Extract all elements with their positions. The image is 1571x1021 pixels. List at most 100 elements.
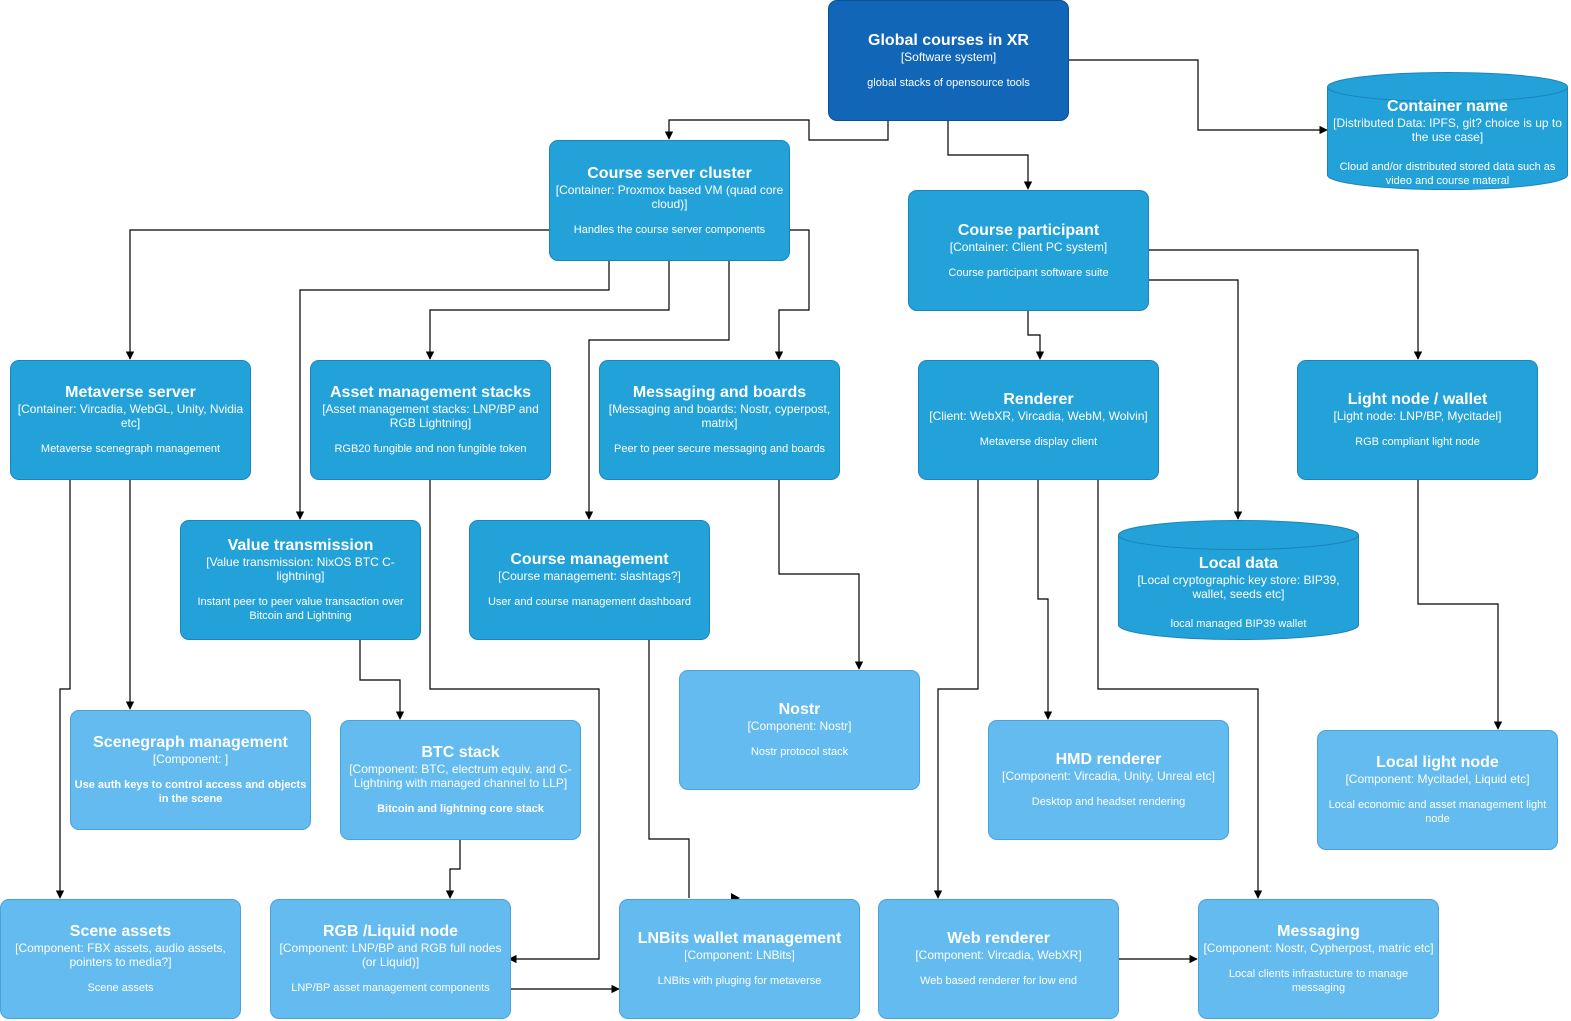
node-desc: Nostr protocol stack (750, 746, 849, 758)
node-title: Asset management stacks (330, 384, 531, 401)
node-lnbits-wallet-management[interactable]: LNBits wallet management [Component: LNB… (619, 899, 860, 1019)
edge-value-transmission-to-btc-stack (359, 639, 405, 720)
node-rgb-liquid-node[interactable]: RGB /Liquid node [Component: LNP/BP and … (270, 899, 511, 1019)
node-scene-assets[interactable]: Scene assets [Component: FBX assets, aud… (0, 899, 241, 1019)
edge-renderer-to-hmd (1037, 479, 1053, 720)
node-tech: [Local cryptographic key store: BIP39, w… (1137, 573, 1340, 601)
node-desc: Bitcoin and lightning core stack (377, 803, 544, 815)
node-title: Value transmission (227, 537, 374, 554)
node-title: Course server cluster (587, 164, 752, 182)
node-tech: [Component: Mycitadel, Liquid etc] (1345, 772, 1530, 786)
node-tech: [Light node: LNP/BP, Mycitadel] (1333, 409, 1502, 423)
node-course-management[interactable]: Course management [Course management: sl… (469, 520, 710, 640)
node-tech: [Client: WebXR, Vircadia, WebM, Wolvin] (929, 409, 1148, 423)
node-desc: Metaverse scenegraph management (40, 443, 221, 455)
node-tech: [Component: Nostr] (747, 719, 852, 733)
edge-course-server-to-messaging-boards (774, 229, 810, 360)
node-course-participant[interactable]: Course participant [Container: Client PC… (908, 190, 1149, 311)
node-desc: Cloud and/or distributed stored data suc… (1339, 161, 1556, 187)
node-tech: [Component: LNP/BP and RGB full nodes (o… (279, 941, 502, 969)
node-title: Messaging and boards (632, 384, 807, 401)
node-tech: [Component: ] (152, 752, 229, 766)
node-light-node-wallet[interactable]: Light node / wallet [Light node: LNP/BP,… (1297, 360, 1538, 480)
node-title: RGB /Liquid node (322, 923, 459, 940)
edge-light-node-to-local-light (1417, 479, 1503, 730)
edge-course-management-to-lnbits (648, 639, 690, 898)
node-desc: Course participant software suite (948, 266, 1109, 279)
cylinder-shape (1327, 72, 1568, 190)
edge-course-participant-to-local-data (1148, 279, 1243, 520)
node-desc: Metaverse display client (979, 436, 1098, 448)
node-asset-management-stacks[interactable]: Asset management stacks [Asset managemen… (310, 360, 551, 480)
node-tech: [Component: Vircadia, Unity, Unreal etc] (1002, 769, 1215, 783)
node-messaging-and-boards[interactable]: Messaging and boards [Messaging and boar… (599, 360, 840, 480)
node-desc: RGB20 fungible and non fungible token (334, 443, 527, 455)
edges-layer (55, 59, 1503, 994)
node-nostr[interactable]: Nostr [Component: Nostr] Nostr protocol … (679, 670, 920, 790)
node-course-server-cluster[interactable]: Course server cluster [Container: Proxmo… (549, 140, 790, 261)
node-tech: [Component: Nostr, Cypherpost, matric et… (1203, 941, 1434, 955)
node-hmd-renderer[interactable]: HMD renderer [Component: Vircadia, Unity… (988, 720, 1229, 840)
node-desc: Web based renderer for low end (920, 975, 1077, 987)
node-tech: [Container: Client PC system] (949, 239, 1108, 254)
node-title: Course participant (957, 221, 1100, 239)
node-tech: [Component: FBX assets, audio assets, po… (15, 941, 226, 969)
node-title: BTC stack (421, 744, 500, 761)
node-desc: LNBits with pluging for metaverse (657, 975, 822, 987)
node-title: Course management (510, 551, 669, 568)
edge-course-server-to-value-transmission (295, 260, 610, 520)
node-tech: [Distributed Data: IPFS, git? choice is … (1333, 116, 1562, 144)
node-web-renderer[interactable]: Web renderer [Component: Vircadia, WebXR… (878, 899, 1119, 1019)
cylinder-text: Local data [Local cryptographic key stor… (1118, 555, 1359, 640)
node-title: Metaverse server (65, 384, 196, 401)
node-title: Nostr (778, 701, 821, 718)
node-btc-stack[interactable]: BTC stack [Component: BTC, electrum equi… (340, 720, 581, 840)
node-tech: [Component: LNBits] (684, 948, 795, 962)
node-desc: RGB compliant light node (1355, 436, 1480, 448)
node-local-data[interactable]: Local data [Local cryptographic key stor… (1118, 520, 1359, 640)
node-title: Global courses in XR (868, 31, 1029, 49)
node-desc: local managed BIP39 wallet (1170, 618, 1307, 630)
node-tech: [Software system] (900, 49, 997, 64)
edge-course-server-to-asset-management (425, 260, 670, 360)
node-desc: Use auth keys to control access and obje… (74, 779, 307, 805)
node-desc: Desktop and headset rendering (1031, 796, 1186, 808)
cylinder-shape (1118, 520, 1359, 640)
edge-messaging-boards-to-nostr (778, 479, 864, 670)
node-desc: LNP/BP asset management components (291, 982, 490, 994)
node-title: Local data (1198, 555, 1279, 572)
node-title: HMD renderer (1055, 751, 1162, 768)
node-title: Messaging (1277, 923, 1360, 940)
node-container-name[interactable]: Container name [Distributed Data: IPFS, … (1327, 72, 1568, 190)
node-tech: [Asset management stacks: LNP/BP and RGB… (322, 402, 539, 430)
node-tech: [Component: BTC, electrum equiv. and C-L… (349, 762, 572, 790)
edge-renderer-to-messaging (1097, 479, 1263, 899)
node-tech: [Messaging and boards: Nostr, cyperpost,… (608, 402, 831, 430)
edge-course-participant-to-light-node (1148, 249, 1423, 360)
node-title: Light node / wallet (1347, 391, 1488, 408)
edge-metaverse-server-to-scene-assets (55, 479, 71, 899)
edge-course-participant-to-renderer (1027, 310, 1045, 360)
node-title: Local light node (1376, 754, 1499, 771)
node-tech: [Value transmission: NixOS BTC C-lightni… (206, 555, 395, 583)
node-global-courses[interactable]: Global courses in XR [Software system] g… (828, 0, 1069, 121)
node-value-transmission[interactable]: Value transmission [Value transmission: … (180, 520, 421, 640)
node-messaging[interactable]: Messaging [Component: Nostr, Cypherpost,… (1198, 899, 1439, 1019)
edge-global-to-container-name (1068, 59, 1328, 135)
node-desc: Handles the course server components (573, 223, 766, 236)
node-metaverse-server[interactable]: Metaverse server [Container: Vircadia, W… (10, 360, 251, 480)
edge-global-to-course-server (664, 119, 889, 141)
node-tech: [Container: Proxmox based VM (quad core … (555, 182, 784, 211)
node-scenegraph-management[interactable]: Scenegraph management [Component: ] Use … (70, 710, 311, 830)
node-title: Renderer (1003, 391, 1074, 408)
node-local-light-node[interactable]: Local light node [Component: Mycitadel, … (1317, 730, 1558, 850)
node-tech: [Course management: slashtags?] (498, 569, 681, 583)
node-renderer[interactable]: Renderer [Client: WebXR, Vircadia, WebM,… (918, 360, 1159, 480)
edge-global-to-course-participant (947, 120, 1033, 190)
edge-asset-management-to-rgb-liquid (429, 479, 600, 964)
node-desc: Local economic and asset management ligh… (1328, 799, 1547, 825)
node-title: Container name (1387, 98, 1508, 115)
edge-course-server-to-metaverse-server (125, 229, 549, 360)
edge-course-server-to-course-management (584, 260, 730, 520)
